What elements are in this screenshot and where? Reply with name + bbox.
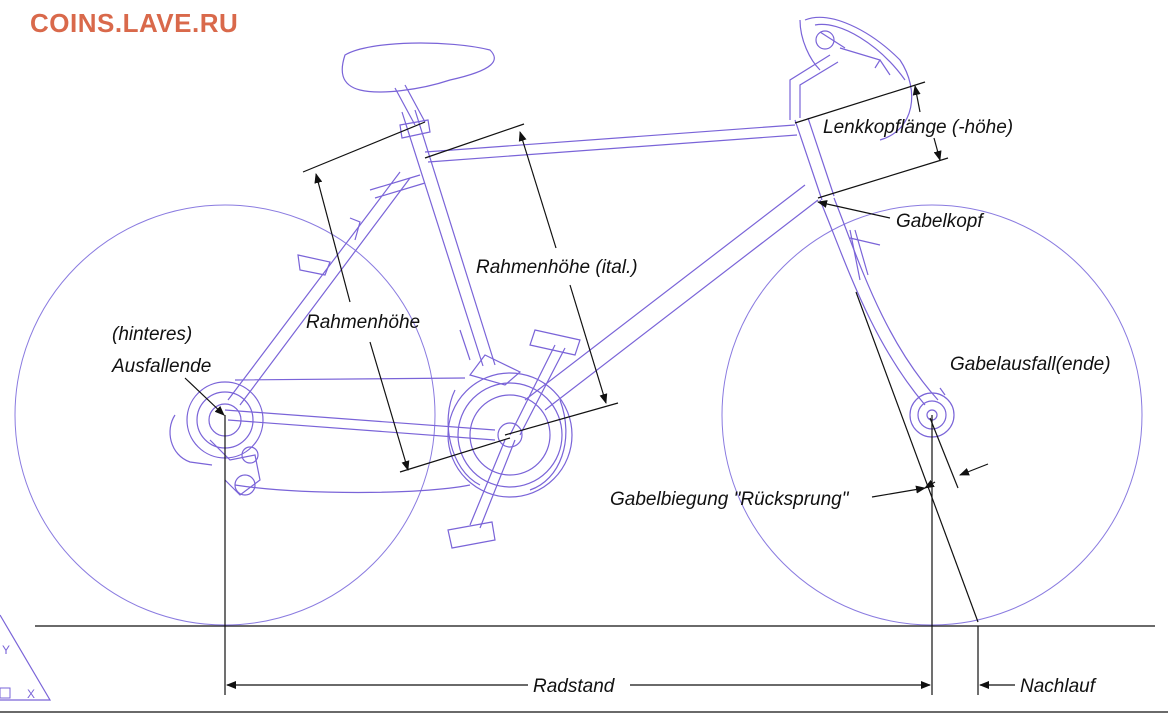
label-hinteres: (hinteres) (112, 324, 192, 345)
label-rahmenhoehe: Rahmenhöhe (306, 312, 420, 333)
lenkkopf-dimension-bottom (933, 137, 942, 161)
lenkkopf-dimension-top (912, 85, 921, 113)
rear-derailleur (169, 381, 264, 496)
steering-axis-line (855, 291, 979, 623)
label-gabelausfall: Gabelausfall(ende) (950, 354, 1111, 375)
label-nachlauf: Nachlauf (1020, 676, 1097, 697)
rake-arrow-a (924, 479, 936, 489)
ucs-icon: Y X (0, 614, 52, 701)
rahmenhoehe-ital-dimension-bottom (569, 284, 608, 404)
gabelbiegung-leader (871, 485, 926, 498)
label-lenkkopflaenge: Lenkkopflänge (-höhe) (823, 117, 1013, 138)
label-gabelbiegung: Gabelbiegung "Rücksprung" (610, 489, 850, 510)
ucs-x-label: X (27, 687, 35, 701)
rahmenhoehe-dimension-top (314, 173, 351, 303)
rake-extension (929, 417, 959, 489)
label-rahmenhoehe-ital: Rahmenhöhe (ital.) (476, 257, 638, 278)
frame (224, 16, 939, 441)
watermark: COINS.LAVE.RU (30, 8, 239, 38)
ausfallende-leader (184, 377, 225, 416)
lenkkopf-extension-bottom (817, 157, 949, 199)
lenkkopf-extension-top (794, 81, 926, 124)
ucs-y-label: Y (2, 643, 10, 657)
rake-arrow-b (959, 463, 989, 476)
dimensions (184, 81, 1015, 695)
label-radstand: Radstand (533, 676, 616, 697)
crankset (234, 329, 581, 549)
rahmenhoehe-extension-top (302, 121, 426, 173)
rahmenhoehe-ital-extension-bottom (504, 402, 619, 436)
label-gabelkopf: Gabelkopf (896, 211, 984, 232)
gabelkopf-leader (817, 200, 891, 219)
labels: (hinteres) Ausfallende Rahmenhöhe Rahmen… (111, 117, 1111, 697)
rahmenhoehe-extension-bottom (399, 437, 511, 473)
rahmenhoehe-ital-dimension-top (518, 131, 557, 249)
rahmenhoehe-ital-extension-top (424, 123, 525, 159)
label-ausfallende: Ausfallende (111, 356, 211, 377)
rahmenhoehe-dimension-bottom (369, 341, 410, 471)
